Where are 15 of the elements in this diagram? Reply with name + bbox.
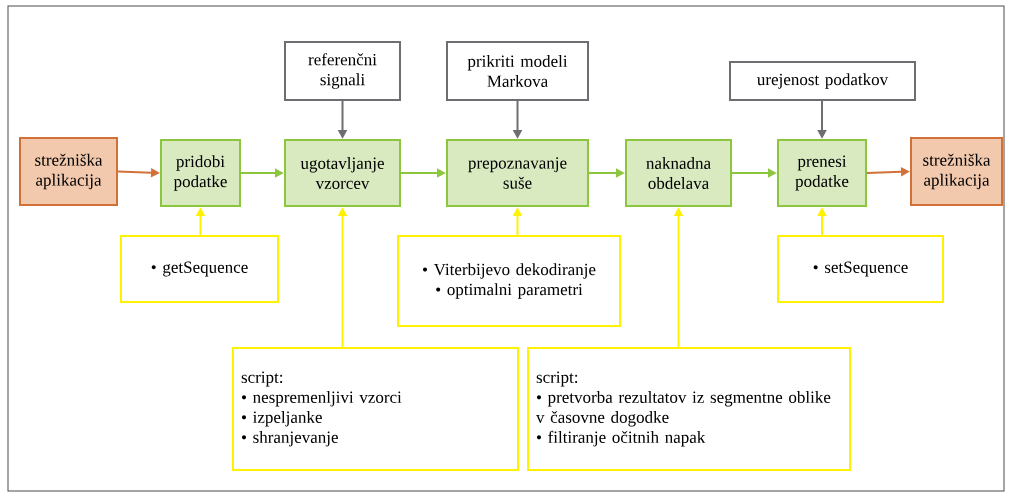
script-box: script: • pretvorba rezultatov iz segmentne oblike v časovne dogodke • filtiranje očitnih napak — [527, 347, 851, 471]
server-app-box: strežniška aplikacija — [19, 137, 118, 206]
input-box: prikriti modeli Markova — [446, 41, 589, 101]
process-box: prenesi podatke — [777, 139, 867, 207]
input-box: referenčni signali — [284, 41, 401, 101]
tool-box: • setSequence — [777, 235, 944, 303]
server-app-box: strežniška aplikacija — [910, 137, 1003, 206]
process-box: pridobi podatke — [160, 139, 241, 207]
tool-box: • Viterbijevo dekodiranje • optimalni parametri — [397, 235, 621, 327]
input-box: urejenost podatkov — [729, 61, 916, 101]
tool-box: • getSequence — [120, 235, 279, 303]
process-box: prepoznavanje suše — [446, 139, 589, 207]
process-box: ugotavljanje vzorcev — [284, 139, 401, 207]
process-box: naknadna obdelava — [625, 139, 732, 207]
script-box: script: • nespremenljivi vzorci • izpeljanke • shranjevanje — [232, 347, 519, 471]
